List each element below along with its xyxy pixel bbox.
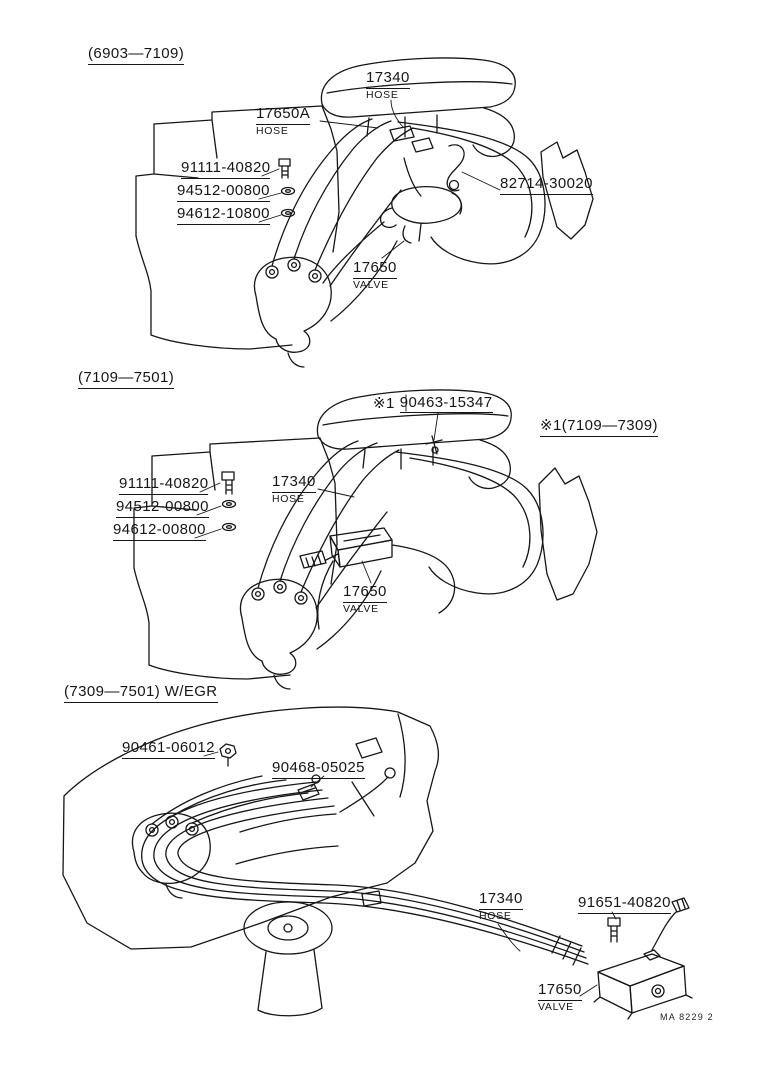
section1-body-panel-art <box>540 141 594 240</box>
part-number: 91111-40820 <box>181 159 271 179</box>
part-number: 94612-10800 <box>177 205 270 225</box>
part-label-17650a-hose-s1: 17650A HOSE <box>256 105 311 137</box>
part-label-94512-00800-s1: 94512-00800 <box>177 182 270 202</box>
bolt-icon <box>278 158 291 179</box>
nut-icon <box>219 743 237 767</box>
section-title-text: (6903—7109) <box>88 45 185 65</box>
part-number: 17650 <box>353 259 397 279</box>
part-number: 94612-00800 <box>113 521 206 541</box>
part-desc: VALVE <box>538 1000 574 1013</box>
clip-icon <box>297 783 320 801</box>
section1-leader-lines <box>258 99 501 259</box>
section3-distributor-art <box>131 812 211 899</box>
part-label-91111-40820-s2: 91111-40820 <box>119 475 209 495</box>
section3-plug-wires-art <box>151 775 309 825</box>
part-desc: HOSE <box>479 909 512 922</box>
reference-range-text: ※1(7109—7309) <box>540 417 658 437</box>
section2-plug-wires-art <box>257 440 400 609</box>
part-label-17650-valve-s1: 17650 VALVE <box>353 259 397 291</box>
part-label-94612-10800-s1: 94612-10800 <box>177 205 270 225</box>
part-number: 17650 <box>538 981 582 1001</box>
part-label-17340-hose-s3: 17340 HOSE <box>479 890 523 922</box>
washer-icon <box>280 186 296 196</box>
washer-icon <box>221 499 237 509</box>
part-number: 91651-40820 <box>578 894 671 914</box>
part-label-90461-06012-s3: 90461-06012 <box>122 739 215 759</box>
section2-hose-art <box>316 451 544 650</box>
section2-air-cleaner-art <box>316 389 512 490</box>
section2-valve-box-art <box>299 527 393 569</box>
part-label-94612-00800-s2: 94612-00800 <box>113 521 206 541</box>
part-desc: HOSE <box>272 492 305 505</box>
section3-title: (7309—7501) W/EGR <box>64 683 218 703</box>
part-number: 17340 <box>272 473 316 493</box>
page-code: MA 8229 2 <box>660 1012 714 1022</box>
section1-air-cleaner-art <box>320 57 516 197</box>
part-number: 17650A <box>256 105 311 125</box>
section2-body-panel-art <box>538 467 598 601</box>
part-number: 94512-00800 <box>116 498 209 518</box>
part-desc: VALVE <box>353 278 389 291</box>
section-title-text: (7109—7501) <box>78 369 175 389</box>
bolt-icon <box>607 917 621 943</box>
bolt-icon <box>221 471 235 495</box>
section1-valve-canister-art <box>379 186 463 244</box>
section1-plug-wires-art <box>271 118 414 287</box>
part-label-17340-hose-s2: 17340 HOSE <box>272 473 316 505</box>
part-number: 82714-30020 <box>500 175 593 195</box>
part-label-17650-valve-s2: 17650 VALVE <box>343 583 387 615</box>
part-label-94512-00800-s2: 94512-00800 <box>116 498 209 518</box>
part-number: 17340 <box>479 890 523 910</box>
part-number: 90461-06012 <box>122 739 215 759</box>
part-label-17650-valve-s3: 17650 VALVE <box>538 981 582 1013</box>
part-number: 94512-00800 <box>177 182 270 202</box>
part-desc: HOSE <box>256 124 289 137</box>
section3-engine-outline-art <box>62 706 440 950</box>
part-label-17340-hose-s1: 17340 HOSE <box>366 69 410 101</box>
section2-leader-lines <box>194 394 439 584</box>
section1-title: (6903—7109) <box>88 45 185 65</box>
part-number: 90468-05025 <box>272 759 365 779</box>
part-number: 17650 <box>343 583 387 603</box>
reference-marker: ※1 <box>373 395 395 412</box>
part-number: 17340 <box>366 69 410 89</box>
section2-title: (7109—7501) <box>78 369 175 389</box>
part-label-82714-30020-s1: 82714-30020 <box>500 175 593 195</box>
part-number: 91111-40820 <box>119 475 209 495</box>
part-label-91651-40820-s3: 91651-40820 <box>578 894 671 914</box>
section-title-text: (7309—7501) W/EGR <box>64 683 218 703</box>
section3-valve-unit-art <box>593 897 693 1020</box>
section2-engine-outline-art <box>133 437 338 680</box>
part-label-90463-15347-s2: ※1 90463-15347 <box>373 394 493 413</box>
section1-engine-outline-art <box>135 105 340 350</box>
section1-distributor-art <box>253 256 332 368</box>
part-desc: VALVE <box>343 602 379 615</box>
part-label-91111-40820-s1: 91111-40820 <box>181 159 271 179</box>
section3-air-cleaner-art <box>243 901 333 1017</box>
washer-icon <box>221 522 237 532</box>
section1-hose-art <box>322 121 546 322</box>
reference-range-note-s2: ※1(7109—7309) <box>540 417 658 437</box>
clamp-icon <box>446 144 465 192</box>
section3-hose-bundle-art <box>141 767 589 966</box>
part-label-90468-05025-s3: 90468-05025 <box>272 759 365 779</box>
section2-distributor-art <box>239 578 318 690</box>
part-number: 90463-15347 <box>399 394 493 413</box>
part-desc: HOSE <box>366 88 399 101</box>
washer-icon <box>280 208 296 218</box>
